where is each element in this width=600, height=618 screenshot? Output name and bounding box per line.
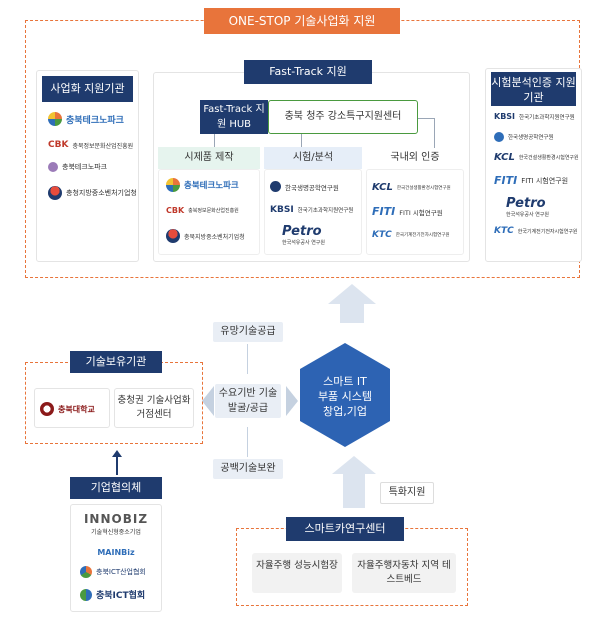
center-box-text: 충청권 기술사업화 거점센터 <box>117 395 191 420</box>
smartcar-item-1 <box>252 553 342 593</box>
kribb-logo-icon <box>270 181 281 192</box>
right-logo-kribb: 한국생명공학연구원 <box>494 132 554 142</box>
up-arrow-shaft <box>340 303 364 323</box>
col-test-header <box>264 147 362 169</box>
left-logo-smba: 충청지방중소벤처기업청 <box>48 186 137 200</box>
col-cert-title: 국내외 인증 <box>390 152 440 163</box>
left-logo-chungbuk: 충북테크노파크 <box>48 162 107 172</box>
center-name-box <box>268 100 418 134</box>
right-panel-title: 시험분석인증 지원기관 <box>491 72 576 106</box>
univ-logo: 충북대학교 <box>40 402 95 416</box>
right-logo-kbsi: KBSI 한국기초과학지원연구원 <box>494 112 575 121</box>
col1-logo-cbk: CBK 충북정보문화산업진흥원 <box>166 206 239 215</box>
col2-logo-petro: Petro 한국석유공사 연구원 <box>282 224 325 246</box>
kribb-logo-icon <box>494 132 504 142</box>
hexagon-text: 스마트 IT 부품 시스템 창업,기업 <box>317 375 373 418</box>
hexagon-core <box>300 343 390 447</box>
one-stop-title: ONE-STOP 기술사업화 지원 <box>204 8 400 34</box>
demand-label: 수요기반 기술발굴/공급 <box>215 384 281 418</box>
mainbiz-logo: MAINBiz <box>97 548 135 557</box>
up-arrow-icon <box>328 284 376 304</box>
col3-logo-ktc: KTC 한국기계전기전자시험연구원 <box>372 230 450 240</box>
ict-association-logo: 충북ICT협회 <box>80 588 145 601</box>
smartcar-item-1-text: 자율주행 성능시험장 <box>256 560 338 571</box>
smartcar-item-2-text: 자율주행자동차 지역 테스트베드 <box>357 560 451 585</box>
col-prototype-title: 시제품 제작 <box>184 152 234 163</box>
innobiz-logo: INNOBIZ 기술혁신형중소기업 <box>83 512 149 536</box>
center-name: 충북 청주 강소특구지원센터 <box>284 111 402 122</box>
col-test-title: 시험/분석 <box>292 152 334 163</box>
col3-logo-fiti: FITI FITI 시험연구원 <box>372 205 443 218</box>
col-cert-body <box>366 169 464 255</box>
cbicta-logo-icon <box>80 566 92 578</box>
complement-label: 공백기술보완 <box>213 459 283 479</box>
special-support-label: 특화지원 <box>380 482 434 504</box>
consortium-title: 기업협의체 <box>70 477 162 499</box>
hub-label: Fast-Track 지원 HUB <box>200 100 268 134</box>
left-logo-cbk: CBK 충북정보문화산업진흥원 <box>48 140 134 150</box>
complement-up-line <box>247 427 248 457</box>
connector-right-v <box>434 118 435 148</box>
col2-logo-kribb: 한국생명공학연구원 <box>270 181 339 192</box>
left-panel-title: 사업화 지원기관 <box>42 76 133 102</box>
right-logo-ktc: KTC 한국기계전기전자시험연구원 <box>494 226 578 236</box>
cbicta-logo: 충북ICT산업협회 <box>80 566 146 578</box>
left-logo-techno: 충북테크노파크 <box>48 112 124 126</box>
holders-up-arrow-icon <box>112 450 122 457</box>
supply-down-line <box>247 344 248 374</box>
right-logo-fiti: FITI FITI 시험연구원 <box>494 174 569 187</box>
fast-track-title: Fast-Track 지원 <box>244 60 372 84</box>
connector-right-h <box>418 118 435 119</box>
techno-logo-icon <box>166 178 180 192</box>
connector-mid <box>301 134 302 148</box>
org-logo-icon <box>48 162 58 172</box>
techno-logo-icon <box>48 112 62 126</box>
center-box <box>114 388 194 428</box>
smartcar-item-2 <box>352 553 456 593</box>
special-up-arrow-icon <box>332 456 376 474</box>
col1-logo-smba: 충북지방중소벤처기업청 <box>166 229 245 243</box>
col-prototype-header <box>158 147 260 169</box>
connector-left <box>214 134 215 148</box>
right-logo-kcl: KCL 한국건설생활환경시험연구원 <box>494 152 579 163</box>
right-logo-petro: Petro 한국석유공사 연구원 <box>506 196 549 218</box>
smba-logo-icon <box>166 229 180 243</box>
smba-logo-icon <box>48 186 62 200</box>
left-arrow-icon <box>202 386 214 416</box>
smartcar-title: 스마트카연구센터 <box>286 517 404 541</box>
ict-logo-icon <box>80 588 92 601</box>
col2-logo-kbsi: KBSI 한국기초과학지원연구원 <box>270 205 354 215</box>
tech-supply-label: 유망기술공급 <box>213 322 283 342</box>
col1-logo-techno: 충북테크노파크 <box>166 178 239 192</box>
holders-up-line <box>116 457 118 475</box>
special-up-arrow-shaft <box>343 474 365 508</box>
right-arrow-icon <box>286 386 298 416</box>
col3-logo-kcl: KCL 한국건설생활환경시험연구원 <box>372 182 451 193</box>
tech-holders-title: 기술보유기관 <box>70 351 162 373</box>
univ-emblem-icon <box>40 402 54 416</box>
